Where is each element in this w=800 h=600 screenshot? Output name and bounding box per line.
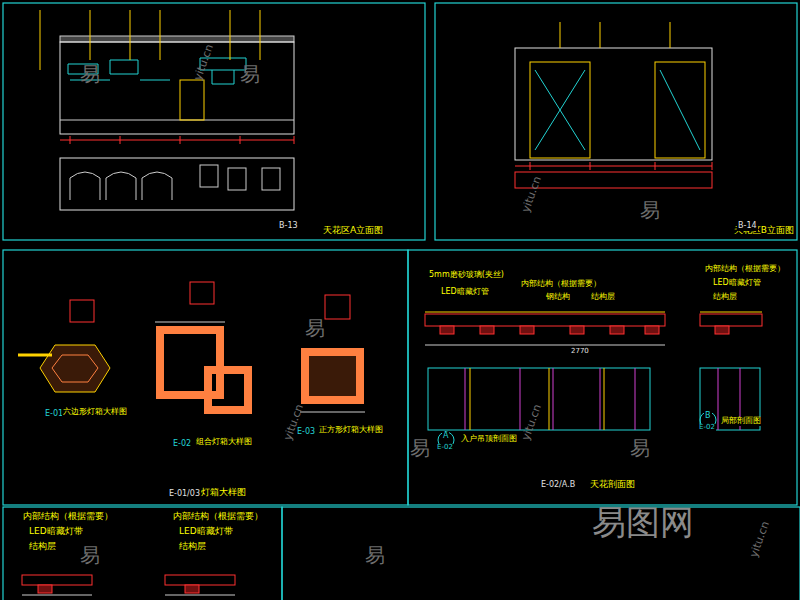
annotation: B-14	[737, 222, 758, 231]
annotation: LED暗藏灯带	[178, 527, 234, 537]
watermark: yitu.cn	[520, 403, 543, 442]
watermark: 易图网	[592, 505, 694, 539]
watermark: 易	[80, 545, 100, 565]
annotation: 内部结构（根据需要）	[704, 265, 786, 274]
sheet-title: 天花剖面图	[588, 478, 637, 491]
sheet-title: 灯箱大样图	[199, 486, 248, 499]
watermark: 易	[80, 64, 100, 84]
annotation: 内部结构（根据需要）	[520, 280, 602, 289]
annotation: 组合灯箱大样图	[195, 438, 253, 447]
annotation: E-01/03	[168, 490, 201, 499]
drawing-panel: 天花区A立面图	[3, 3, 425, 240]
watermark: yitu.cn	[748, 520, 771, 559]
watermark: 易	[630, 438, 650, 458]
annotation: B	[704, 412, 712, 421]
annotation: 5mm磨砂玻璃(夹丝)	[428, 271, 505, 280]
annotation: LED暗藏灯带	[28, 527, 84, 537]
annotation: 2770	[570, 348, 590, 356]
watermark: 易	[240, 64, 260, 84]
watermark: 易	[365, 545, 385, 565]
annotation: E-02	[436, 444, 454, 452]
annotation: 结构层	[590, 293, 616, 302]
annotation: 局部剖面图	[720, 417, 762, 426]
annotation: 六边形灯箱大样图	[62, 408, 128, 417]
annotation: E-02	[698, 424, 716, 432]
annotation: E-02/A.B	[540, 481, 576, 490]
annotation: 入户吊顶剖面图	[460, 435, 518, 444]
watermark: 易	[410, 438, 430, 458]
annotation: 结构层	[178, 542, 207, 552]
sheet-title: 天花区A立面图	[321, 224, 385, 237]
annotation: 结构层	[712, 293, 738, 302]
annotation: 钢结构	[545, 293, 571, 302]
annotation: 内部结构（根据需要）	[172, 512, 264, 522]
annotation: 结构层	[28, 542, 57, 552]
drawing-panel: 灯箱大样图	[3, 250, 408, 505]
watermark: 易	[305, 318, 325, 338]
watermark: yitu.cn	[520, 175, 543, 214]
annotation: E-02	[172, 440, 192, 449]
annotation: A	[442, 432, 449, 441]
watermark: 易	[640, 200, 660, 220]
annotation: LED暗藏灯管	[712, 279, 762, 288]
annotation: B-13	[278, 222, 299, 231]
annotation: LED暗藏灯管	[440, 288, 490, 297]
annotation: 正方形灯箱大样图	[318, 426, 384, 435]
annotation: 内部结构（根据需要）	[22, 512, 114, 522]
drawing-panel: 天花区B立面图	[435, 3, 797, 240]
annotation: E-03	[296, 428, 316, 437]
